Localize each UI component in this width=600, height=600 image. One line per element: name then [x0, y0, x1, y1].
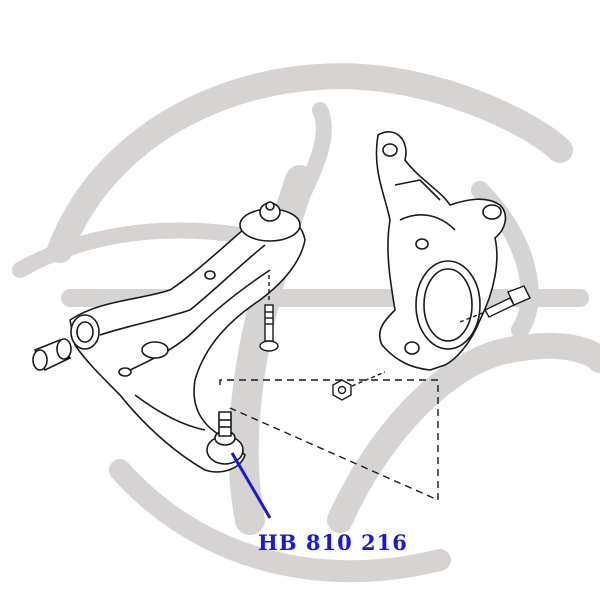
nut-icon: [332, 371, 386, 401]
assembly-dashed-line: [219, 379, 439, 502]
side-bolt-icon: [459, 285, 531, 323]
leader-line: [230, 452, 272, 519]
part-number-label: HB 810 216: [258, 530, 408, 555]
control-arm-icon: [69, 201, 306, 473]
bolt-icon: [259, 275, 279, 352]
bushing-icon: [32, 338, 72, 372]
steering-knuckle-icon: [375, 131, 507, 371]
